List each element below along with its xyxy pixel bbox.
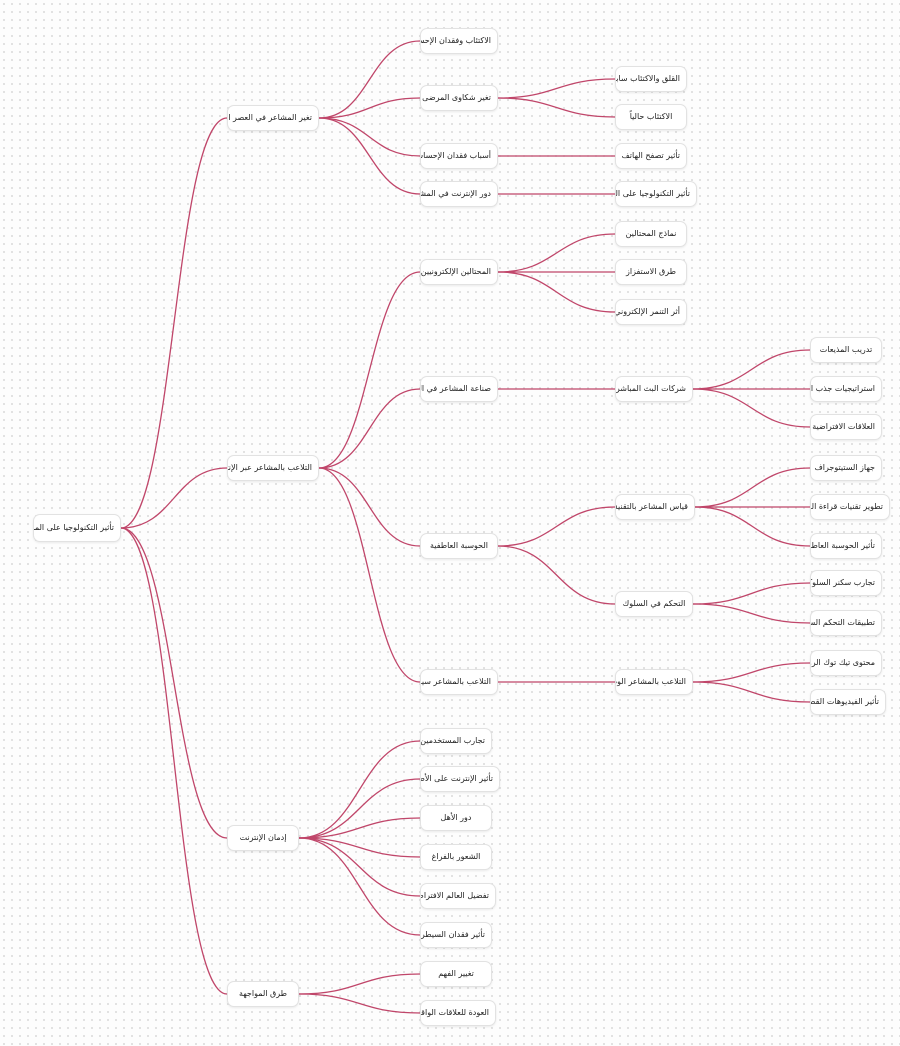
child-node-political-manipulation[interactable]: التلاعب بالمشاعر سياسياً: [420, 669, 498, 695]
connector-root-to-b1: [120, 117, 228, 529]
leaf-node-stethograph[interactable]: جهاز الستيتوجراف: [810, 455, 882, 481]
connector-b2-to-b2c2: [318, 388, 421, 469]
leaf-node-depression-now[interactable]: الاكتئاب حالياً: [615, 104, 687, 130]
connector-b1-to-b1c4: [318, 117, 421, 195]
child-node-affective-computing[interactable]: الحوسبة العاطفية: [420, 533, 498, 559]
leaf-node-provocation[interactable]: طرق الاستفزاز: [615, 259, 687, 285]
connector-b2c4g1-to-b2c4h1: [692, 662, 811, 683]
connector-b3-to-b3c2: [298, 778, 421, 839]
leaf-node-host-training[interactable]: تدريب المذيعات: [810, 337, 882, 363]
connector-b2c3g1-to-b2c3g1h3: [694, 506, 811, 547]
branch-node-digital-feelings[interactable]: تغير المشاعر في العصر الرقمي: [227, 105, 319, 131]
connector-b4-to-b4c2: [298, 993, 421, 1014]
leaf-node-phone-browsing[interactable]: تأثير تصفح الهاتف: [615, 143, 687, 169]
leaf-node-anxiety-before[interactable]: القلق والاكتئاب سابقاً: [615, 66, 687, 92]
connector-b3-to-b3c4: [298, 837, 421, 858]
connector-root-to-b2: [120, 467, 228, 529]
leaf-node-affective-impact[interactable]: تأثير الحوسبة العاطفية: [810, 533, 882, 559]
connector-b4-to-b4c1: [298, 973, 421, 995]
connector-b2c1-to-b2c1g3: [497, 271, 616, 313]
connector-b2c4g1-to-b2c4h2: [692, 681, 811, 703]
child-node-change-understanding[interactable]: تغيير الفهم: [420, 961, 492, 987]
branch-node-online-manipulation[interactable]: التلاعب بالمشاعر عبر الإنترنت: [227, 455, 319, 481]
root-node[interactable]: تأثير التكنولوجيا على المشاعر: [33, 514, 121, 542]
connector-b2c3g2-to-b2c3g2h1: [692, 582, 811, 605]
child-node-loss-of-control[interactable]: تأثير فقدان السيطرة: [420, 922, 492, 948]
child-node-user-experiences[interactable]: تجارب المستخدمين: [420, 728, 492, 754]
connector-b2c2g1-to-b2c2h3: [692, 388, 811, 428]
child-node-online-scammers[interactable]: المحتالين الإلكترونيين: [420, 259, 498, 285]
connector-b1c2-to-b1c2g1: [497, 78, 616, 99]
connector-b2c3-to-b2c3g2: [497, 545, 616, 605]
connector-b1-to-b1c2: [318, 97, 421, 119]
child-node-china-feelings-industry[interactable]: صناعة المشاعر في الصين: [420, 376, 498, 402]
child-node-emptiness[interactable]: الشعور بالفراغ: [420, 844, 492, 870]
leaf-node-measuring-emotions[interactable]: قياس المشاعر بالتقنية: [615, 494, 695, 520]
connector-root-to-b3: [120, 527, 228, 839]
leaf-node-scammer-models[interactable]: نماذج المحتالين: [615, 221, 687, 247]
connector-b2c3g2-to-b2c3g2h2: [692, 603, 811, 624]
connector-b2-to-b2c4: [318, 467, 421, 683]
connector-b2c3-to-b2c3g1: [497, 506, 616, 547]
connector-b2c3g1-to-b2c3g1h1: [694, 467, 811, 508]
connector-b3-to-b3c1: [298, 740, 421, 839]
leaf-node-donation-strategies[interactable]: استراتيجيات جذب التبرعات: [810, 376, 882, 402]
child-node-parents-role[interactable]: دور الأهل: [420, 805, 492, 831]
connector-b2c1-to-b2c1g1: [497, 233, 616, 273]
child-node-patient-complaints[interactable]: تغير شكاوى المرضى: [420, 85, 498, 111]
connector-b2-to-b2c3: [318, 467, 421, 547]
leaf-node-tech-brain[interactable]: تأثير التكنولوجيا على الدماغ: [615, 181, 697, 207]
connector-b1c2-to-b1c2g2: [497, 97, 616, 118]
leaf-node-national-feelings[interactable]: التلاعب بالمشاعر الوطنية: [615, 669, 693, 695]
connector-b3-to-b3c5: [298, 837, 421, 897]
child-node-virtual-preference[interactable]: تفضيل العالم الافتراضي: [420, 883, 496, 909]
leaf-node-cyberbullying[interactable]: أثر التنمر الإلكتروني: [615, 299, 687, 325]
leaf-node-russian-tiktok[interactable]: محتوى تيك توك الروسي: [810, 650, 882, 676]
branch-node-internet-addiction[interactable]: إدمان الإنترنت: [227, 825, 299, 851]
leaf-node-short-videos[interactable]: تأثير الفيديوهات القصيرة: [810, 689, 886, 715]
connector-root-to-b4: [120, 527, 228, 995]
leaf-node-behavior-apps[interactable]: تطبيقات التحكم السلوكي: [810, 610, 882, 636]
child-node-real-relationships[interactable]: العودة للعلاقات الواقعية: [420, 1000, 496, 1026]
connector-b3-to-b3c3: [298, 817, 421, 839]
connector-b2c2g1-to-b2c2h1: [692, 349, 811, 390]
leaf-node-skinner-experiments[interactable]: تجارب سكنر السلوكية: [810, 570, 882, 596]
leaf-node-emotion-reading-tech[interactable]: تطوير تقنيات قراءة المشاعر: [810, 494, 890, 520]
child-node-children-impact[interactable]: تأثير الإنترنت على الأطفال: [420, 766, 500, 792]
leaf-node-virtual-relationships[interactable]: العلاقات الافتراضية: [810, 414, 882, 440]
connector-b2-to-b2c1: [318, 271, 421, 469]
connector-b1-to-b1c3: [318, 117, 421, 157]
branch-node-coping-methods[interactable]: طرق المواجهة: [227, 981, 299, 1007]
leaf-node-livestream-companies[interactable]: شركات البث المباشر: [615, 376, 693, 402]
connector-b3-to-b3c6: [298, 837, 421, 936]
child-node-internet-role[interactable]: دور الإنترنت في المشاعر: [420, 181, 498, 207]
child-node-depression[interactable]: الاكتئاب وفقدان الإحساس: [420, 28, 498, 54]
leaf-node-behavior-control[interactable]: التحكم في السلوك: [615, 591, 693, 617]
connector-b1-to-b1c1: [318, 40, 421, 119]
child-node-numbness-causes[interactable]: أسباب فقدان الإحساس: [420, 143, 498, 169]
